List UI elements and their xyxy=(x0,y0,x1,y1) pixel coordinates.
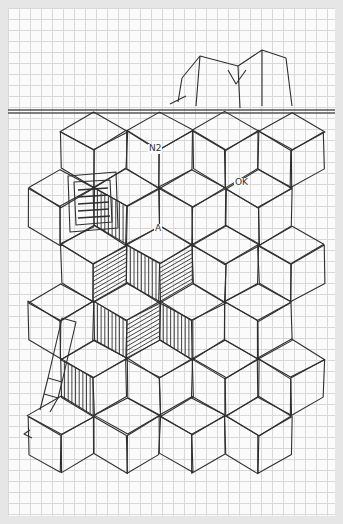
rhombus-tile xyxy=(29,284,93,321)
rhombus-tile xyxy=(127,415,161,473)
hatching xyxy=(163,304,189,357)
rhombus-tile xyxy=(225,189,259,245)
rhombus-tile xyxy=(159,188,193,246)
rhombus-tile xyxy=(60,301,95,360)
rhombus-tile xyxy=(225,130,259,188)
hatching xyxy=(127,306,160,355)
rhombus-tile xyxy=(94,283,160,320)
rhombus-tile xyxy=(94,417,127,474)
rhombus-tile xyxy=(258,131,292,189)
rhombus-tile xyxy=(191,358,225,415)
hatching xyxy=(97,304,123,357)
rhombus-tile xyxy=(93,359,127,415)
rhombus-tile xyxy=(28,301,61,358)
rhombus-tile xyxy=(159,360,193,417)
rhombus-tile xyxy=(192,340,259,378)
handwritten-note: N2 xyxy=(148,144,162,154)
rhombus-tile xyxy=(126,303,161,359)
rhombus-tile xyxy=(94,398,159,434)
rhombus-tile xyxy=(93,301,127,358)
rhombus-tile xyxy=(258,416,292,473)
rhombus-tile xyxy=(94,132,128,188)
rhombus-tile xyxy=(226,169,292,208)
rhombus-tile xyxy=(126,245,159,303)
rhombus-tile xyxy=(160,301,192,360)
rhombus-tile xyxy=(257,339,324,377)
rhombus-tile xyxy=(290,359,324,416)
rhombus-tile xyxy=(61,340,128,378)
hatching xyxy=(160,249,193,298)
rhombus-tile xyxy=(160,244,193,301)
hatching xyxy=(130,247,156,300)
rhombus-tile xyxy=(257,358,291,415)
rhombus-tile xyxy=(160,284,226,320)
rhombus-tile xyxy=(258,303,292,360)
rhombus-tile xyxy=(259,226,324,263)
rhombus-tile xyxy=(28,417,61,473)
rhombus-tile xyxy=(93,169,159,206)
hatching xyxy=(65,361,91,414)
rhombus-tile xyxy=(259,188,292,245)
rhombus-tile xyxy=(225,415,258,473)
rhombus-tile xyxy=(126,189,160,246)
hatching xyxy=(94,249,127,298)
rhombus-tile xyxy=(192,416,225,473)
rhombus-tile xyxy=(61,358,93,416)
handwritten-note: A xyxy=(154,224,162,234)
tent-sketch xyxy=(170,50,292,108)
rhombus-tile xyxy=(159,416,193,472)
framed-panel xyxy=(68,172,118,232)
rhombus-tile xyxy=(127,130,159,188)
rhombus-tile xyxy=(225,302,258,359)
rhombus-tile xyxy=(27,396,94,435)
rhombus-tile xyxy=(159,130,193,189)
rhombus-tile xyxy=(28,188,60,245)
rhombus-tile xyxy=(159,396,225,434)
rhombus-tile xyxy=(259,113,325,151)
rhombus-tile xyxy=(29,170,94,208)
rhombus-tile xyxy=(290,132,324,188)
rhombus-tile xyxy=(192,245,226,303)
rhombus-tile xyxy=(226,396,291,436)
rhombus-tile xyxy=(61,225,126,263)
sketch-illustration xyxy=(8,8,335,516)
handwritten-note: OK xyxy=(234,178,249,188)
rhombus-tile xyxy=(193,302,225,360)
rhombus-tile xyxy=(192,111,258,149)
rhombus-tile xyxy=(225,358,259,416)
rhombus-tile xyxy=(290,245,324,302)
rhombus-tile xyxy=(225,284,292,320)
rhombus-tile xyxy=(192,226,259,265)
rhombus-tile xyxy=(159,170,225,207)
ruled-line xyxy=(8,110,335,113)
grid-paper: N2A OK xyxy=(8,8,335,516)
rhombus-tile xyxy=(60,112,126,150)
rhombus-tile xyxy=(93,245,127,303)
rhombus-tile xyxy=(61,417,93,473)
rhombus-tile xyxy=(192,188,227,245)
